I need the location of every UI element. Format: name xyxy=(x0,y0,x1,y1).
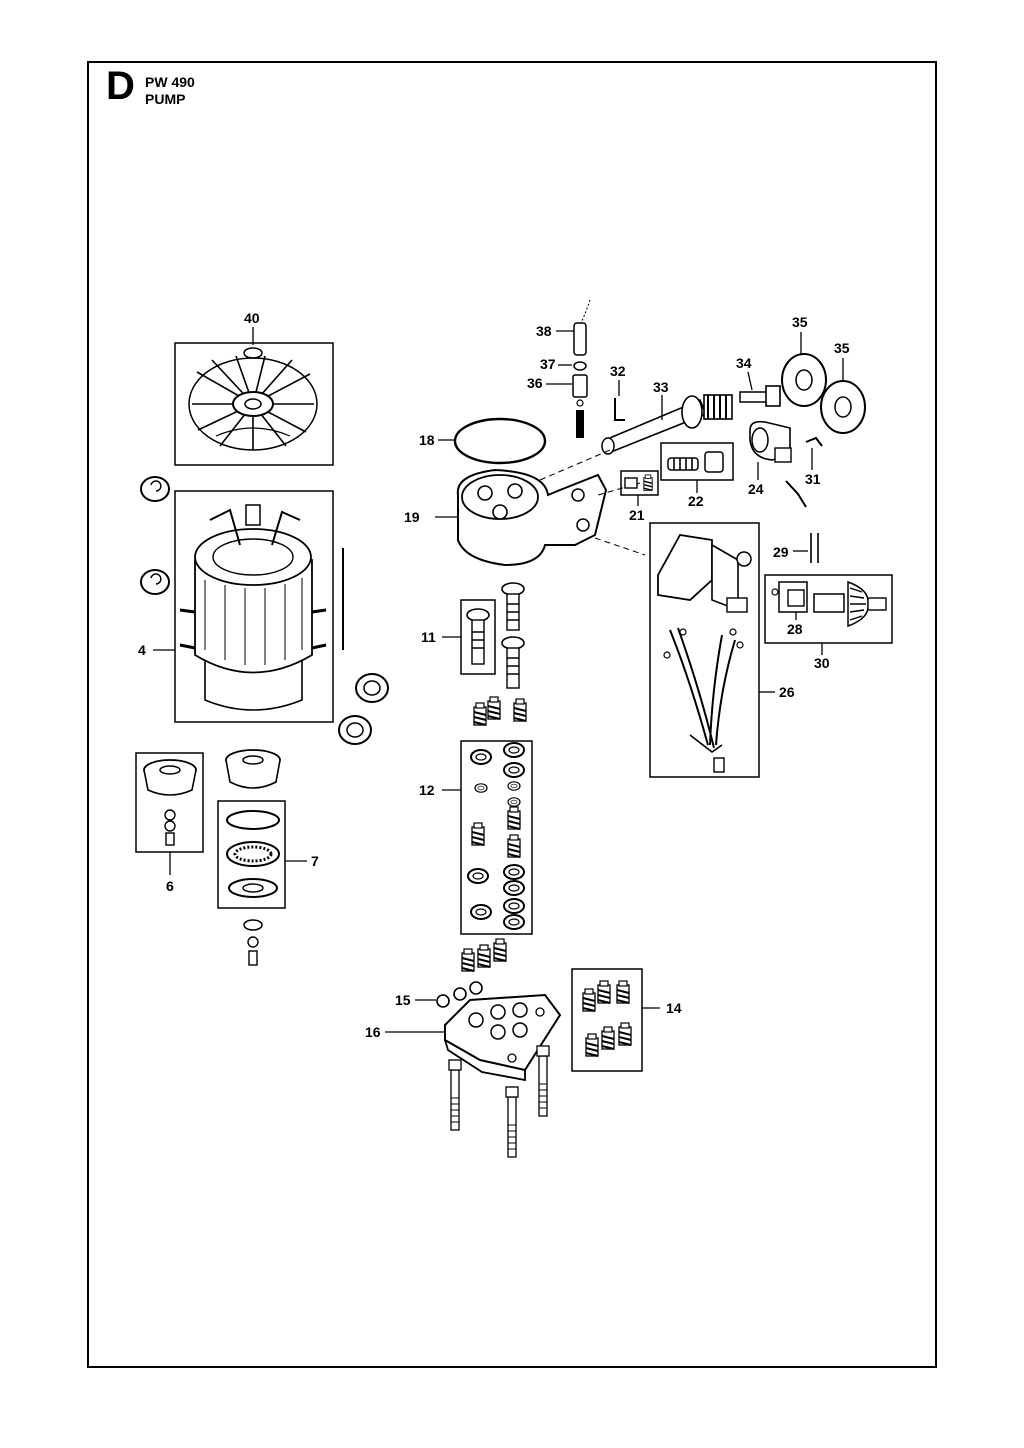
callout-22: 22 xyxy=(688,493,704,509)
piston-group xyxy=(442,582,527,726)
callout-40: 40 xyxy=(244,310,260,326)
callout-24: 24 xyxy=(748,481,764,497)
callout-35-b: 35 xyxy=(834,340,850,356)
part-6-group xyxy=(135,752,204,875)
callout-30: 30 xyxy=(814,655,830,671)
callout-7: 7 xyxy=(311,853,319,869)
part-6-loose xyxy=(225,749,281,789)
page-title: PUMP xyxy=(145,91,186,107)
callout-19: 19 xyxy=(404,509,420,525)
callout-18: 18 xyxy=(419,432,435,448)
fan-group xyxy=(174,327,334,466)
part-7-loose xyxy=(243,919,263,966)
model-name: PW 490 xyxy=(145,74,195,90)
callout-6: 6 xyxy=(166,878,174,894)
callout-37: 37 xyxy=(540,356,556,372)
callout-16: 16 xyxy=(365,1024,381,1040)
motor-group xyxy=(140,476,389,745)
callout-34: 34 xyxy=(736,355,752,371)
callout-29: 29 xyxy=(773,544,789,560)
callout-14: 14 xyxy=(666,1000,682,1016)
callout-11: 11 xyxy=(421,629,436,645)
callout-35-a: 35 xyxy=(792,314,808,330)
callout-15: 15 xyxy=(395,992,411,1008)
callout-36: 36 xyxy=(527,375,543,391)
callout-21: 21 xyxy=(629,507,645,523)
callout-32: 32 xyxy=(610,363,626,379)
callout-33: 33 xyxy=(653,379,669,395)
callout-26: 26 xyxy=(779,684,795,700)
section-letter: D xyxy=(106,64,135,108)
callout-31: 31 xyxy=(805,471,821,487)
callout-28: 28 xyxy=(787,621,803,637)
valve-kit-group xyxy=(571,968,660,1072)
pump-head-group xyxy=(435,299,866,567)
switch-assembly-group xyxy=(649,522,893,778)
manifold-group xyxy=(385,938,562,1158)
callout-12: 12 xyxy=(419,782,435,798)
callout-38: 38 xyxy=(536,323,552,339)
seal-kit-group xyxy=(442,740,533,935)
page-border xyxy=(87,61,937,1368)
callout-labels: 40 4 6 7 38 37 36 32 33 34 35 35 18 19 2… xyxy=(138,310,850,1040)
part-7-group xyxy=(217,800,307,909)
callout-4: 4 xyxy=(138,642,146,658)
